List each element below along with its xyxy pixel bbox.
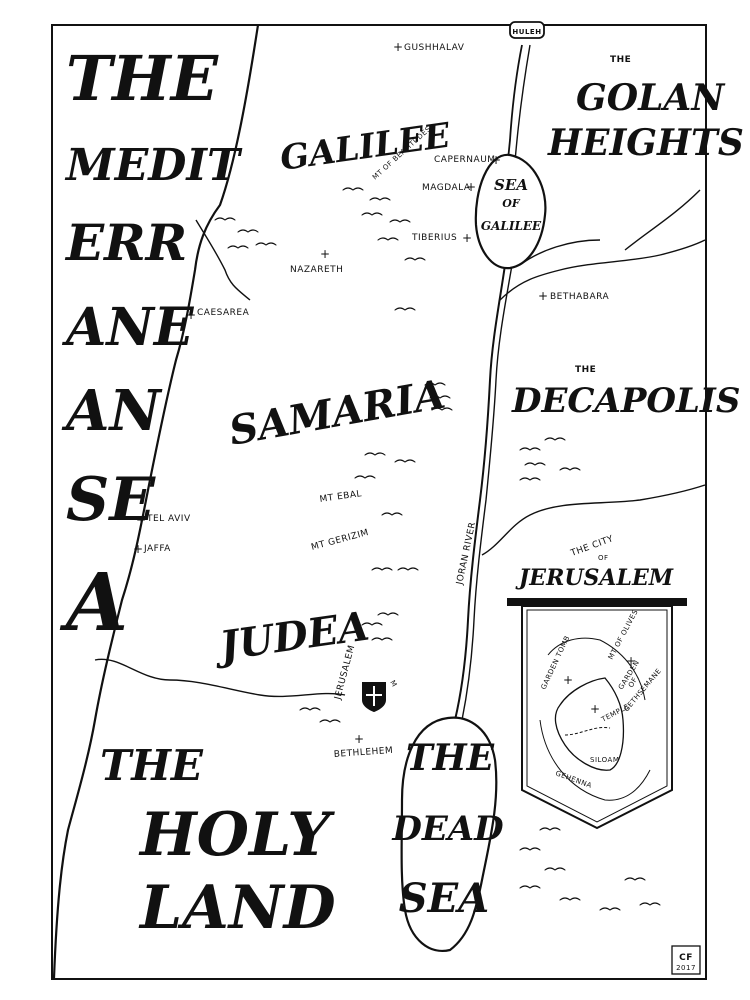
sea-title-line-6: SE [66,465,156,535]
sea-title-line-2: MEDIT [64,140,243,191]
hills [214,187,661,911]
nazareth-label: NAZARETH [290,265,343,275]
jordan-river-bank [461,264,513,721]
tiberius-label: TIBERIUS [411,233,457,243]
border-south [94,658,346,698]
capernaum-marker: + [491,153,501,167]
signature-box [671,945,701,975]
huleh-label: HULEH [512,28,541,36]
gethsemane-marker: + [626,654,636,668]
signature-year: 2017 [676,964,696,972]
city-wall-outer [539,637,651,801]
inset-siloam: SILOAM [590,756,619,764]
coastline [52,24,260,979]
sea-of-galilee-label-2: OF [502,197,521,210]
golan-border-1 [499,239,706,301]
bethabara-marker: + [538,289,548,303]
golan-border-3 [624,189,701,251]
mediterranean-title: THE MEDIT ERR ANE AN SE A [59,42,243,649]
sea-title-line-7: A [59,555,128,649]
sea-of-galilee-label-1: SEA [494,176,528,194]
region-golan-2: HEIGHTS [547,122,744,164]
inset-title-2: JERUSALEM [515,565,674,591]
temple-marker: + [590,702,600,716]
decapolis-border [481,484,706,556]
gush-halav-marker: + [393,40,403,54]
city-walls [554,677,625,771]
region-decapolis: DECAPOLIS [511,381,740,421]
dead-sea-label-1: THE [406,737,495,779]
region-golan-1: GOLAN [576,77,726,119]
capernaum-label: CAPERNAUM [434,155,496,165]
bethlehem-label: BETHLEHEM [334,746,394,760]
holy-land-holy: HOLY [138,800,335,870]
sea-title-line-1: THE [66,42,219,115]
map-border [51,24,707,980]
huleh-lake [509,21,545,39]
inset-banner-bar [507,598,687,606]
tel-aviv-marker: + [136,513,146,527]
inset-title-of: OF [598,554,609,562]
region-golan-the: THE [610,55,631,65]
signature: CF 2017 [671,945,701,975]
stream-north [195,219,251,301]
tiberius-marker: + [462,231,472,245]
holy-land-the: THE [100,741,204,790]
bethlehem-marker: + [354,732,364,746]
sea-of-galilee-label-3: GALILEE [481,219,542,233]
magdala-marker: + [466,180,476,194]
sea-of-galilee [474,153,547,270]
mt-gerizim-label: MT GERIZIM [310,528,370,553]
jordan-river-label: JORAN RIVER [455,521,478,587]
nazareth-marker: + [320,247,330,261]
sea-title-line-4: ANE [61,297,195,358]
holy-land-title: THE HOLY LAND [100,741,336,943]
tel-aviv-label: TEL AVIV [146,514,191,524]
holy-land-land: LAND [138,873,336,943]
magdala-label: MAGDALA [422,183,471,193]
jerusalem-label-arc: M [388,679,398,689]
sea-title-line-5: AN [61,378,162,444]
region-decapolis-the: THE [575,365,596,375]
jerusalem-cross-icon [366,686,382,706]
caesarea-marker: + [186,308,196,322]
bethabara-label: BETHABARA [550,292,610,302]
sea-title-line-3: ERR [64,213,187,272]
dead-sea [400,716,498,953]
jerusalem-inset: THE CITY OF JERUSALEM MT OF OLIVES GARDE… [507,534,687,830]
jordan-river [454,264,506,721]
garden-tomb-marker: + [563,673,573,687]
region-samaria: SAMARIA [226,371,449,455]
gush-halav-label: GUSHHALAV [404,43,465,53]
city-inner-wall [564,726,611,736]
dead-sea-label-3: SEA [399,875,489,922]
dead-sea-label-2: DEAD [391,809,504,849]
signature-initials: CF [679,953,693,963]
mt-ebal-label: MT EBAL [319,489,363,505]
inset-banner [521,605,673,830]
caesarea-label: CAESAREA [197,308,250,318]
inset-banner-inner [526,609,668,823]
jaffa-marker: + [133,542,143,556]
jaffa-label: JAFFA [143,544,171,554]
